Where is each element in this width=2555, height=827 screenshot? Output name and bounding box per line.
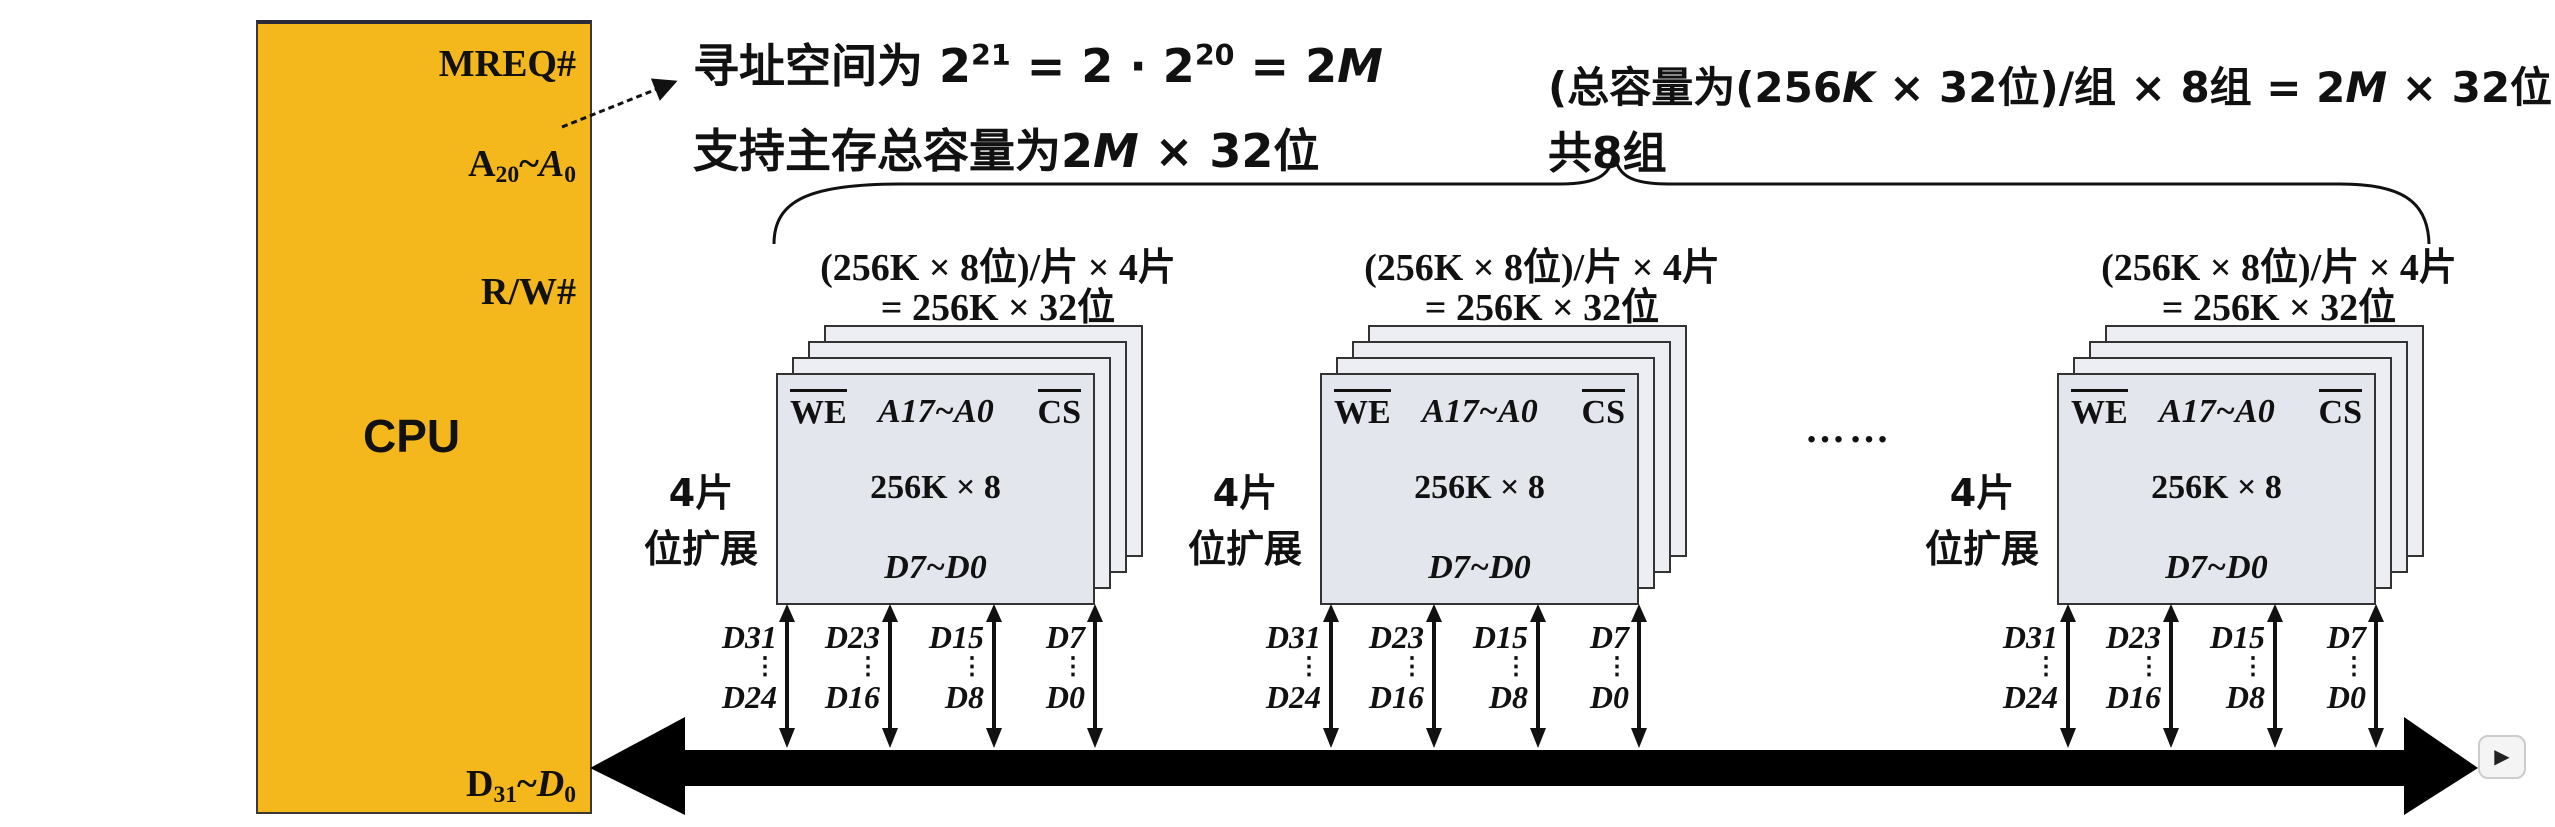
bidirectional-arrow: [2163, 604, 2179, 748]
vertical-dots-icon: ⋮: [1605, 654, 1629, 680]
bidirectional-arrow: [1426, 604, 1442, 748]
bidirectional-arrow: [2060, 604, 2076, 748]
data-line-range: D23⋮D16: [1352, 620, 1424, 714]
ellipsis: ……: [1805, 406, 1893, 451]
address-signal: A20~A0: [468, 143, 576, 188]
capacity-note: 支持主存总容量为2M × 32位: [693, 124, 1320, 178]
vertical-dots-icon: ⋮: [1504, 654, 1528, 680]
play-icon[interactable]: ▶: [2478, 735, 2526, 779]
cs-pin: CS: [1037, 389, 1081, 432]
data-line-range: D15⋮D8: [912, 620, 984, 714]
vertical-dots-icon: ⋮: [960, 654, 984, 680]
vertical-dots-icon: ⋮: [2342, 654, 2366, 680]
address-pins: A17~A0: [2159, 393, 2275, 430]
vertical-dots-icon: ⋮: [2241, 654, 2265, 680]
address-space-note: 寻址空间为 221 = 2 · 220 = 2M: [693, 38, 1383, 93]
vertical-dots-icon: ⋮: [753, 654, 777, 680]
cs-pin: CS: [2318, 389, 2362, 432]
data-line-arrows: [1323, 604, 1647, 748]
bit-expansion-label: 4片位扩展: [1924, 471, 2039, 571]
bidirectional-arrow: [779, 604, 795, 748]
vertical-dots-icon: ⋮: [1400, 654, 1424, 680]
cs-pin: CS: [1581, 389, 1625, 432]
memory-chip: WE A17~A0 CS 256K × 8 D7~D0: [2057, 373, 2376, 605]
memory-chip: WE A17~A0 CS 256K × 8 D7~D0: [776, 373, 1095, 605]
vertical-dots-icon: ⋮: [2137, 654, 2161, 680]
vertical-dots-icon: ⋮: [2034, 654, 2058, 680]
vertical-dots-icon: ⋮: [1297, 654, 1321, 680]
bidirectional-arrow: [1631, 604, 1647, 748]
data-line-arrows: [2060, 604, 2384, 748]
data-pins: D7~D0: [1428, 549, 1531, 586]
bidirectional-arrow: [882, 604, 898, 748]
data-line-range: D23⋮D16: [2089, 620, 2161, 714]
data-pins: D7~D0: [2165, 549, 2268, 586]
data-line-range: D7⋮D0: [1013, 620, 1085, 714]
data-line-range: D15⋮D8: [1456, 620, 1528, 714]
dashed-arrow: [561, 78, 678, 129]
vertical-dots-icon: ⋮: [856, 654, 880, 680]
data-line-range: D7⋮D0: [2294, 620, 2366, 714]
data-bus-arrow: [590, 717, 2478, 815]
memory-chip: WE A17~A0 CS 256K × 8 D7~D0: [1320, 373, 1639, 605]
vertical-dots-icon: ⋮: [1061, 654, 1085, 680]
bit-expansion-label: 4片位扩展: [643, 471, 758, 571]
data-line-arrows: [779, 604, 1103, 748]
data-line-range: D31⋮D24: [705, 620, 777, 714]
address-pins: A17~A0: [878, 393, 994, 430]
bidirectional-arrow: [2368, 604, 2384, 748]
bidirectional-arrow: [986, 604, 1002, 748]
address-pins: A17~A0: [1422, 393, 1538, 430]
we-pin: WE: [790, 389, 847, 432]
bidirectional-arrow: [1530, 604, 1546, 748]
bidirectional-arrow: [1087, 604, 1103, 748]
mreq-signal: MREQ#: [438, 43, 576, 85]
data-signal: D31~D0: [466, 763, 576, 808]
data-line-range: D23⋮D16: [808, 620, 880, 714]
chip-size: 256K × 8: [870, 469, 1001, 506]
we-pin: WE: [1334, 389, 1391, 432]
bit-expansion-label: 4片位扩展: [1187, 471, 1302, 571]
data-pins: D7~D0: [884, 549, 987, 586]
data-line-range: D31⋮D24: [1249, 620, 1321, 714]
total-capacity-note: (总容量为(256K × 32位)/组 × 8组 = 2M × 32位): [1548, 63, 2555, 112]
group-label: (256K × 8位)/片 × 4片= 256K × 32位: [1364, 247, 1720, 329]
chip-size: 256K × 8: [2151, 469, 2282, 506]
chip-size: 256K × 8: [1414, 469, 1545, 506]
rw-signal: R/W#: [481, 271, 576, 313]
data-line-range: D15⋮D8: [2193, 620, 2265, 714]
cpu-block: MREQ# A20~A0 R/W# CPU D31~D0: [256, 20, 592, 814]
cpu-title: CPU: [363, 410, 461, 462]
bidirectional-arrow: [1323, 604, 1339, 748]
bidirectional-arrow: [2267, 604, 2283, 748]
data-line-range: D31⋮D24: [1986, 620, 2058, 714]
group-label: (256K × 8位)/片 × 4片= 256K × 32位: [2101, 247, 2457, 329]
we-pin: WE: [2071, 389, 2128, 432]
group-label: (256K × 8位)/片 × 4片= 256K × 32位: [820, 247, 1176, 329]
group-brace: [772, 149, 2431, 245]
data-line-range: D7⋮D0: [1557, 620, 1629, 714]
